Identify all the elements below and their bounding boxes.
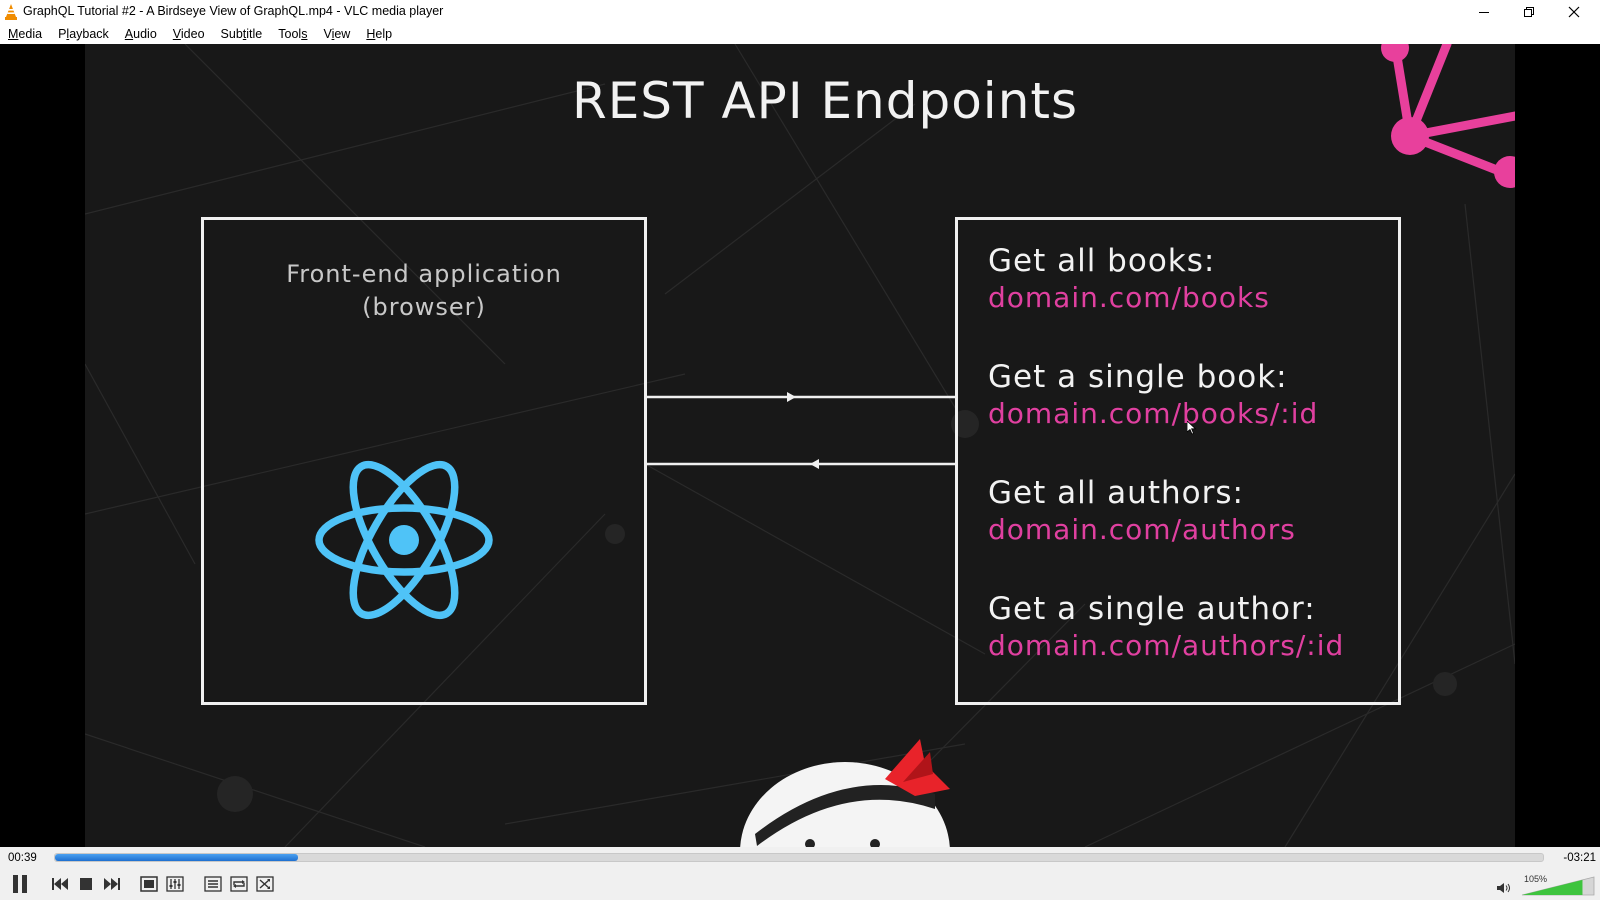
extended-settings-icon: [166, 876, 184, 892]
fullscreen-icon: [140, 876, 158, 892]
title-bar: GraphQL Tutorial #2 - A Birdseye View of…: [0, 0, 1600, 24]
random-icon: [256, 876, 274, 892]
fullscreen-button[interactable]: [137, 873, 161, 895]
restore-button[interactable]: [1507, 0, 1551, 24]
menu-bar: Media Playback Audio Video Subtitle Tools View…: [0, 24, 1600, 44]
menu-audio[interactable]: Audio: [124, 27, 157, 41]
endpoint-all-books: Get all books: domain.com/books: [988, 242, 1270, 316]
endpoint-label: Get a single book:: [988, 359, 1288, 395]
volume-slider[interactable]: [1520, 875, 1596, 897]
frontend-label: Front-end application (browser): [204, 258, 644, 324]
restore-icon: [1524, 7, 1534, 17]
react-logo-icon: [315, 460, 493, 620]
previous-button[interactable]: [48, 873, 72, 895]
menu-view[interactable]: View: [323, 27, 351, 41]
endpoint-single-book: Get a single book: domain.com/books/:id: [988, 358, 1318, 432]
loop-icon: [230, 876, 248, 892]
minimize-button[interactable]: [1462, 0, 1506, 24]
video-area[interactable]: REST API Endpoints Front-end application…: [0, 44, 1600, 847]
close-button[interactable]: [1552, 0, 1596, 24]
endpoint-label: Get all authors:: [988, 475, 1244, 511]
random-button[interactable]: [253, 873, 277, 895]
previous-icon: [52, 878, 68, 890]
slide-title: REST API Endpoints: [571, 72, 1079, 130]
speaker-icon[interactable]: [1496, 882, 1512, 894]
background-network-pattern: [85, 44, 1515, 847]
playlist-button[interactable]: [201, 873, 225, 895]
endpoint-url: domain.com/authors: [988, 513, 1296, 546]
seek-progress: [55, 854, 298, 861]
corner-network-graphic: [1381, 44, 1515, 188]
ninja-mascot-icon: [740, 739, 950, 847]
menu-subtitle[interactable]: Subtitle: [220, 27, 263, 41]
endpoint-url: domain.com/books: [988, 281, 1270, 314]
menu-video[interactable]: Video: [172, 27, 205, 41]
extended-settings-button[interactable]: [163, 873, 187, 895]
next-button[interactable]: [100, 873, 124, 895]
stop-button[interactable]: [74, 873, 98, 895]
window-title: GraphQL Tutorial #2 - A Birdseye View of…: [23, 4, 444, 18]
menu-tools[interactable]: Tools: [278, 27, 308, 41]
pause-button[interactable]: [7, 873, 33, 895]
vlc-cone-icon: [5, 4, 17, 20]
request-response-arrows: [647, 392, 957, 469]
close-icon: [1568, 6, 1580, 18]
endpoint-url: domain.com/books/:id: [988, 397, 1319, 430]
frontend-box: Front-end application (browser): [201, 217, 647, 705]
menu-playback[interactable]: Playback: [58, 27, 109, 41]
stop-icon: [80, 878, 92, 890]
frontend-label-line1: Front-end application: [286, 260, 562, 288]
pause-icon: [13, 875, 27, 893]
elapsed-time[interactable]: 00:39: [8, 852, 37, 864]
endpoint-label: Get a single author:: [988, 591, 1316, 627]
endpoint-url: domain.com/authors/:id: [988, 629, 1345, 662]
frontend-label-line2: (browser): [362, 293, 486, 321]
menu-media[interactable]: Media: [8, 27, 43, 41]
volume-level: [1522, 879, 1583, 895]
loop-button[interactable]: [227, 873, 251, 895]
endpoint-label: Get all books:: [988, 243, 1216, 279]
volume-percent: 105%: [1524, 874, 1548, 884]
remaining-time[interactable]: -03:21: [1563, 852, 1596, 864]
endpoints-box: Get all books: domain.com/books Get a si…: [955, 217, 1401, 705]
endpoint-all-authors: Get all authors: domain.com/authors: [988, 474, 1296, 548]
player-controls: 00:39 -03:21 105%: [0, 847, 1600, 900]
mouse-cursor-icon: [1187, 421, 1197, 435]
endpoint-single-author: Get a single author: domain.com/authors/…: [988, 590, 1344, 664]
menu-help[interactable]: Help: [366, 27, 393, 41]
playlist-icon: [204, 876, 222, 892]
next-icon: [104, 878, 120, 890]
seek-bar[interactable]: [54, 853, 1544, 862]
video-frame: REST API Endpoints Front-end application…: [85, 44, 1515, 847]
minimize-icon: [1479, 12, 1489, 13]
